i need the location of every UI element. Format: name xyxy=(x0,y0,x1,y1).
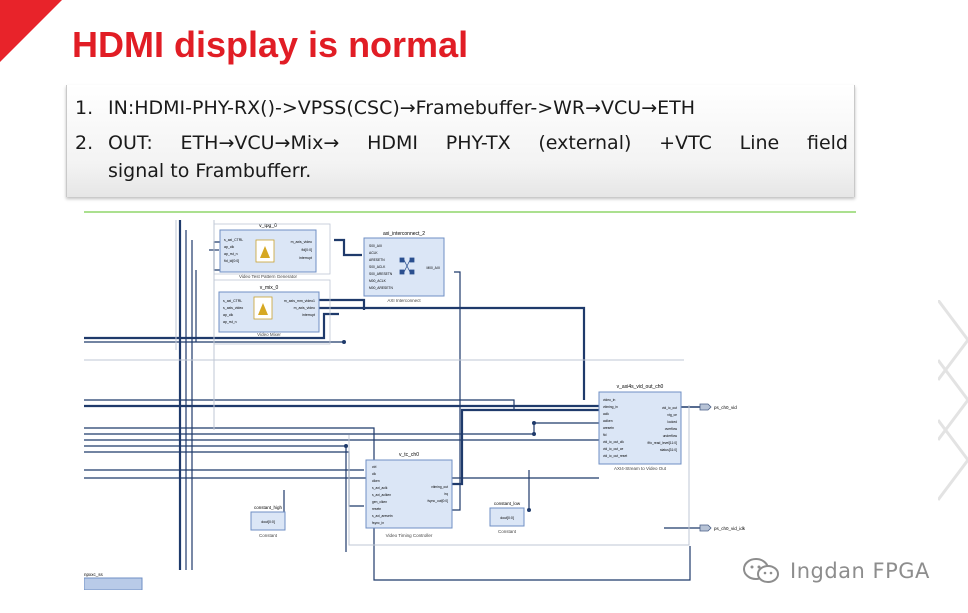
constant-high-block: constant_high dout[0:0] Constant xyxy=(250,505,286,538)
axi-port-in: M00_ACLK xyxy=(369,279,387,283)
tpg-port-out: m_axis_video xyxy=(291,240,312,244)
aout-port-out: underflow xyxy=(663,434,678,438)
vtc-port-in: ctrl xyxy=(372,465,377,469)
axi-port-in: S00_ACLK xyxy=(369,265,386,269)
crossbar-icon xyxy=(399,257,415,275)
mix-port-out: interrupt xyxy=(302,313,315,317)
slide-title: HDMI display is normal xyxy=(72,24,469,65)
tpg-block: v_tpg_0 Video Test Pattern Generator s_a… xyxy=(219,223,317,279)
block-diagram: v_tpg_0 Video Test Pattern Generator s_a… xyxy=(84,211,856,590)
aout-port-in: aclk xyxy=(603,412,609,416)
tpg-port-in: fid_id[0:0] xyxy=(224,259,239,263)
vtc-port-in: clken xyxy=(372,479,380,483)
mix-port-in: s_axis_video xyxy=(223,306,243,310)
aout-port-in: vtiming_in xyxy=(603,405,618,409)
vtc-port-in: s_axi_aclken xyxy=(372,493,391,497)
clow-caption: Constant xyxy=(498,529,517,534)
mix-caption: Video Mixer xyxy=(257,332,281,337)
clow-title: constant_low xyxy=(494,501,521,506)
tpg-port-out: fid[0:0] xyxy=(301,248,312,252)
mix-group-frame xyxy=(213,279,331,345)
partial-label: npxxc_ss xyxy=(84,572,104,577)
axi-port-in: M00_ARESETN xyxy=(369,286,393,290)
port-label: ps_ch0_vid xyxy=(714,405,737,410)
axi4s-vid-out-block: v_axi4s_vid_out_ch0 AXI4-Stream to Video… xyxy=(598,384,682,471)
aout-port-in: vid_io_out_clk xyxy=(603,440,624,444)
vtc-title: v_tc_ch0 xyxy=(399,452,419,458)
aout-port-out: fifo_read_level[11:0] xyxy=(648,441,678,445)
aout-port-in: aclken xyxy=(603,419,613,423)
mix-port-in: ap_clk xyxy=(223,313,233,317)
watermark-text: Ingdan FPGA xyxy=(790,559,930,583)
tpg-logo-glyph xyxy=(260,246,270,258)
external-port-out2: ps_ch0_vid_idk xyxy=(699,524,746,532)
vtc-caption: Video Timing Controller xyxy=(386,533,433,538)
junctions xyxy=(342,340,536,512)
clow-port: dout[0:0] xyxy=(500,516,514,520)
aout-title: v_axi4s_vid_out_ch0 xyxy=(617,384,664,390)
aout-port-out: status[31:0] xyxy=(660,448,677,452)
axi-interconnect-block: axi_interconnect_2 AXI Interconnect S00_… xyxy=(363,231,445,303)
list-item-text: IN:HDMI-PHY-RX()->VPSS(CSC)→Framebuffer-… xyxy=(108,97,696,119)
mix-port-out: m_axis_video xyxy=(294,306,315,310)
tpg-caption: Video Test Pattern Generator xyxy=(239,274,298,279)
aout-port-in: video_in xyxy=(603,398,615,402)
vtc-port-in: clk xyxy=(372,472,376,476)
tpg-port-in: ap_rst_n xyxy=(224,252,238,256)
tpg-group-frame xyxy=(213,223,331,275)
external-port-out1: ps_ch0_vid xyxy=(699,403,737,411)
mix-logo-glyph xyxy=(258,303,268,315)
chigh-port: dout[0:0] xyxy=(261,520,275,524)
aout-port-out: overflow xyxy=(665,427,678,431)
tpg-port-out: interrupt xyxy=(299,256,312,260)
vtc-port-in: s_axi_aclk xyxy=(372,486,388,490)
aout-port-in: vid_io_out_ce xyxy=(603,447,624,451)
aout-port-out: vid_io_out xyxy=(662,406,677,410)
chigh-caption: Constant xyxy=(259,533,278,538)
vtc-port-out: vtiming_out xyxy=(431,485,448,489)
axi-port-in: ACLK xyxy=(369,251,378,255)
mix-port-in: ap_rst_n xyxy=(223,320,237,324)
chigh-title: constant_high xyxy=(254,505,283,510)
corner-accent xyxy=(0,0,62,62)
partial-block-npxxc: npxxc_ss xyxy=(84,572,143,590)
aout-port-out: vtg_ce xyxy=(667,413,677,417)
mix-title: v_mix_0 xyxy=(260,285,279,291)
list-item-text-cont: signal to Frambufferr. xyxy=(108,160,312,182)
vtc-block: v_tc_ch0 Video Timing Controller ctrl cl… xyxy=(365,452,453,538)
aout-port-in: fid xyxy=(603,433,607,437)
mix-port-in: s_axi_CTRL xyxy=(223,299,242,303)
wechat-icon xyxy=(743,558,779,583)
constant-low-block: constant_low dout[0:0] Constant xyxy=(489,501,525,534)
aout-port-in: vid_io_out_reset xyxy=(603,454,627,458)
port-label: ps_ch0_vid_idk xyxy=(714,526,746,531)
tpg-port-in: s_axi_CTRL xyxy=(224,238,243,242)
aout-port-out: locked xyxy=(667,420,677,424)
aout-caption: AXI4-Stream to Video Out xyxy=(614,466,667,471)
vtc-port-in: s_axi_aresetn xyxy=(372,514,393,518)
axi-caption: AXI Interconnect xyxy=(387,298,421,303)
chevron-decoration xyxy=(938,300,968,501)
vtc-port-in: resetn xyxy=(372,507,381,511)
axi-port-in: ARESETN xyxy=(369,258,385,262)
vtc-port-in: gen_clken xyxy=(372,500,387,504)
list-item-number: 1. xyxy=(75,97,94,119)
axi-port-out: M00_AXI xyxy=(426,266,440,270)
vtc-port-in: fsync_in xyxy=(372,521,384,525)
vtc-port-out: fsync_out[0:0] xyxy=(427,499,448,503)
axi-title: axi_interconnect_2 xyxy=(383,231,425,237)
vtc-port-out: irq xyxy=(444,492,448,496)
list-item-number: 2. xyxy=(75,132,94,154)
tpg-port-in: ap_clk xyxy=(224,245,234,249)
aout-port-in: aresetn xyxy=(603,426,614,430)
axi-port-in: S00_ARESETN xyxy=(369,272,393,276)
mix-port-out: m_axis_mm_video1 xyxy=(284,299,315,303)
mixer-block: v_mix_0 Video Mixer s_axi_CTRL s_axis_vi… xyxy=(218,285,320,337)
axi-port-in: S00_AXI xyxy=(369,244,382,248)
tpg-title: v_tpg_0 xyxy=(259,223,277,229)
list-item-text: OUT: ETH→VCU→Mix→ HDMI PHY-TX (external)… xyxy=(108,132,848,154)
text-box: 1. IN:HDMI-PHY-RX()->VPSS(CSC)→Framebuff… xyxy=(66,85,855,197)
watermark: Ingdan FPGA xyxy=(740,555,930,587)
